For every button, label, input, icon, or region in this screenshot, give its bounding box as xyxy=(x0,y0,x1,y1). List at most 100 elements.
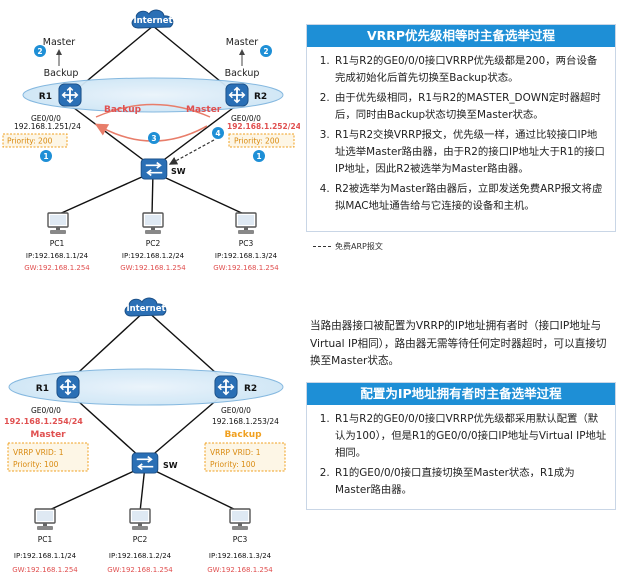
link-r2-sw xyxy=(156,104,238,166)
r1-port: GE0/0/0 xyxy=(31,114,61,123)
r2-priority: Priority: 200 xyxy=(234,137,280,146)
pc3-gw: GW:192.168.1.254 xyxy=(213,264,279,272)
ip-owner-intro-text: 当路由器接口被配置为VRRP的IP地址拥有者时（接口IP地址与Virtual I… xyxy=(310,320,607,367)
internet-label: Internet xyxy=(126,304,165,314)
pc2-ip: IP:192.168.1.2/24 xyxy=(122,252,185,260)
vrrp-group-ellipse xyxy=(8,368,284,406)
panel-title: VRRP优先级相等时主备选举过程 xyxy=(307,25,615,47)
pc1-ip: IP:192.168.1.1/24 xyxy=(26,252,89,260)
pc1-name: PC1 xyxy=(38,535,53,544)
legend-label: 免费ARP报文 xyxy=(335,242,383,251)
r1-role: Master xyxy=(30,430,66,440)
pc1-gw: GW:192.168.1.254 xyxy=(12,566,78,574)
r2-port: GE0/0/0 xyxy=(231,114,261,123)
r1-name: R1 xyxy=(39,92,52,102)
sw-switch-icon xyxy=(131,452,159,474)
diagram-election-equal-priority: Internet R1 Master Backup 2 GE0/0/0 192.… xyxy=(2,9,300,272)
pc1-icon xyxy=(34,508,56,531)
r1-priority: Priority: 200 xyxy=(7,137,53,146)
pc3-name: PC3 xyxy=(239,239,254,248)
sw-label: SW xyxy=(171,167,186,176)
dashed-arrow-legend-icon xyxy=(313,246,331,247)
link-sw-pc3 xyxy=(144,465,241,513)
legend: 免费ARP报文 xyxy=(313,241,383,252)
r2-role-master: Master xyxy=(226,37,259,48)
r1-vrrp-config-box xyxy=(7,442,89,472)
equal-priority-election-panel: VRRP优先级相等时主备选举过程 R1与R2的GE0/0/0接口VRRP优先级都… xyxy=(306,24,616,232)
vrrp-group-ellipse xyxy=(22,77,284,113)
link-r1-sw xyxy=(69,104,151,166)
r1-router-icon xyxy=(58,83,82,107)
pc2-gw: GW:192.168.1.254 xyxy=(120,264,186,272)
list-item: R1与R2的GE0/0/0接口VRRP优先级都采用默认配置（默认为100），但是… xyxy=(333,411,607,462)
r2-vrid: VRRP VRID: 1 xyxy=(210,448,261,457)
pc2-gw: GW:192.168.1.254 xyxy=(107,566,173,574)
step-badge xyxy=(40,150,52,162)
pc1-icon xyxy=(47,212,69,235)
r2-router-icon xyxy=(225,83,249,107)
step-badge-number: 2 xyxy=(263,47,268,56)
r1-ip: 192.168.1.254/24 xyxy=(4,417,83,426)
r2-router-icon xyxy=(214,375,238,399)
r2-ip: 192.168.1.253/24 xyxy=(212,417,279,426)
r1-role-master: Master xyxy=(43,37,76,48)
diagram-ip-owner-election: Internet R1 GE0/0/0 192.168.1.254/24 Mas… xyxy=(4,297,286,574)
step-badge xyxy=(34,45,46,57)
step-badge-number: 4 xyxy=(215,129,220,138)
r1-priority-box xyxy=(2,133,68,148)
step-badge-number: 1 xyxy=(43,152,48,161)
vrrp-exchange-arc-top xyxy=(95,103,211,118)
step-badge xyxy=(148,132,160,144)
list-item: R2被选举为Master路由器后，立即发送免费ARP报文将虚拟MAC地址通告给与… xyxy=(333,181,607,215)
step-badge-number: 3 xyxy=(151,134,156,143)
list-item: R1与R2的GE0/0/0接口VRRP优先级都是200，两台设备完成初始化后首先… xyxy=(333,53,607,87)
step-badge-number: 2 xyxy=(37,47,42,56)
list-item: R1与R2交换VRRP报文，优先级一样，通过比较接口IP地址选举Master路由… xyxy=(333,127,607,178)
panel-title: 配置为IP地址拥有者时主备选举过程 xyxy=(307,383,615,405)
pc2-name: PC2 xyxy=(146,239,161,248)
arc-label-master: Master xyxy=(186,105,222,115)
r2-name: R2 xyxy=(244,384,257,394)
step-badge xyxy=(212,127,224,139)
pc3-ip: IP:192.168.1.3/24 xyxy=(215,252,278,260)
step-badge xyxy=(260,45,272,57)
r1-vrid: VRRP VRID: 1 xyxy=(13,448,64,457)
pc3-name: PC3 xyxy=(233,535,248,544)
list-item: 由于优先级相同，R1与R2的MASTER_DOWN定时器超时后，同时由Backu… xyxy=(333,90,607,124)
election-steps-list: R1与R2的GE0/0/0接口VRRP优先级都是200，两台设备完成初始化后首先… xyxy=(313,53,607,215)
r2-ip: 192.168.1.252/24 xyxy=(227,122,300,131)
pc3-icon xyxy=(235,212,257,235)
step-badge-number: 1 xyxy=(256,152,261,161)
r2-name: R2 xyxy=(254,92,267,102)
r2-priority-box xyxy=(228,133,295,148)
r2-role: Backup xyxy=(224,430,262,440)
link-sw-pc1 xyxy=(44,465,146,513)
pc3-gw: GW:192.168.1.254 xyxy=(207,566,273,574)
pc2-ip: IP:192.168.1.2/24 xyxy=(109,552,172,560)
ip-owner-election-panel: 配置为IP地址拥有者时主备选举过程 R1与R2的GE0/0/0接口VRRP优先级… xyxy=(306,382,616,510)
link-sw-pc2 xyxy=(139,465,146,513)
arc-label-backup: Backup xyxy=(104,105,142,115)
sw-switch-icon xyxy=(140,158,168,180)
pc2-icon xyxy=(129,508,151,531)
r1-priority: Priority: 100 xyxy=(13,460,59,469)
election-steps-list: R1与R2的GE0/0/0接口VRRP优先级都采用默认配置（默认为100），但是… xyxy=(313,411,607,499)
link-sw-pc3 xyxy=(152,171,247,216)
r2-vrrp-config-box xyxy=(204,442,286,472)
pc2-name: PC2 xyxy=(133,535,148,544)
pc3-icon xyxy=(229,508,251,531)
pc1-gw: GW:192.168.1.254 xyxy=(24,264,90,272)
list-item: R1的GE0/0/0接口直接切换至Master状态，R1成为Master路由器。 xyxy=(333,465,607,499)
gratuitous-arp-arrow xyxy=(168,139,215,165)
sw-label: SW xyxy=(163,461,178,470)
r1-router-icon xyxy=(56,375,80,399)
link-internet-r1 xyxy=(67,309,147,383)
step-badge xyxy=(253,150,265,162)
r2-port: GE0/0/0 xyxy=(221,406,251,415)
internet-label: Internet xyxy=(133,16,172,26)
pc2-icon xyxy=(142,212,164,235)
pc1-name: PC1 xyxy=(50,239,65,248)
pc3-ip: IP:192.168.1.3/24 xyxy=(209,552,272,560)
r2-priority: Priority: 100 xyxy=(210,460,256,469)
r1-name: R1 xyxy=(36,384,49,394)
